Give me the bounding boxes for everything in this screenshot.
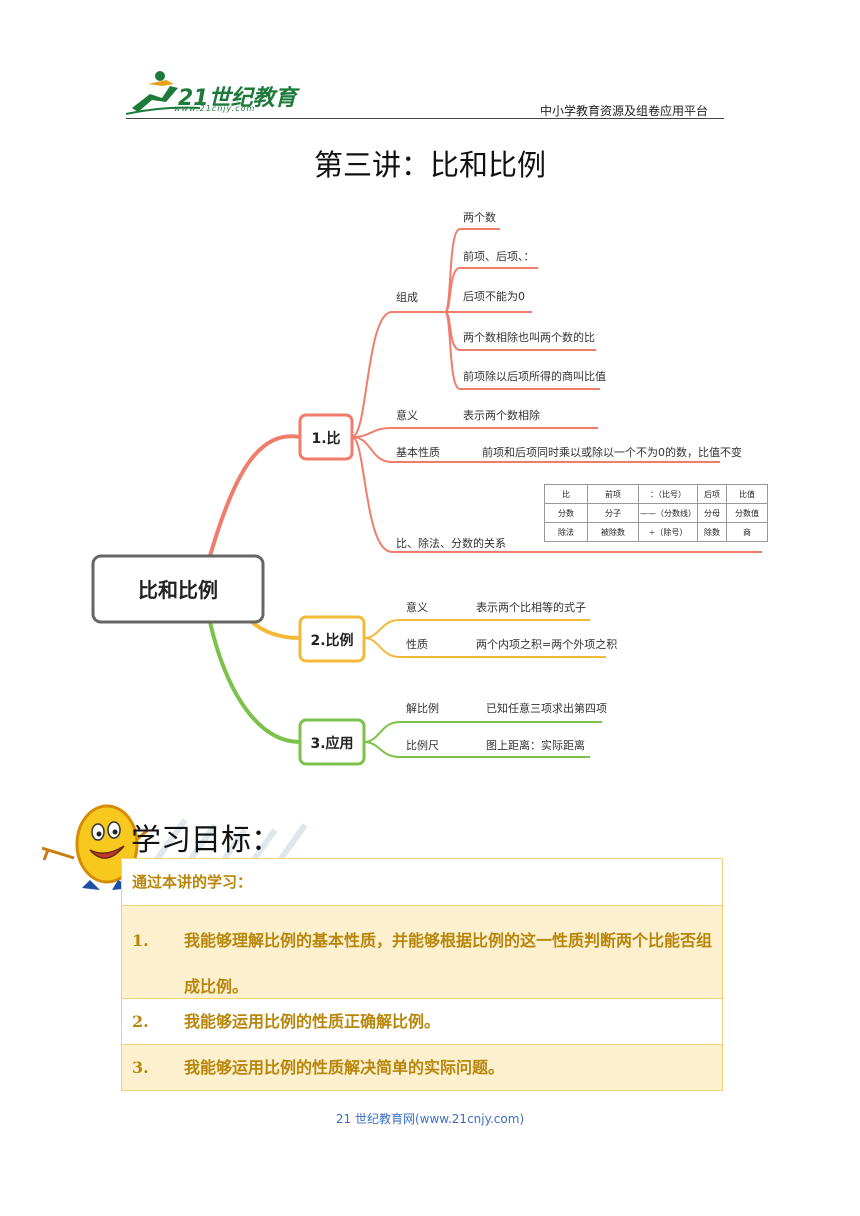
- goals-title: 学习目标：: [131, 823, 281, 858]
- goals-box: 通过本讲的学习： 1. 我能够理解比例的基本性质，并能够根据比例的这一性质判断两…: [121, 858, 723, 1091]
- mm-composition-child: 两个数相除也叫两个数的比: [463, 330, 595, 344]
- table-cell: 分子: [587, 503, 639, 523]
- mindmap-root-node: 比和比例: [91, 554, 265, 624]
- mm-item-solve: 解比例: [406, 701, 439, 715]
- table-cell: 分数: [544, 503, 588, 523]
- mm-composition-child: 前项除以后项所得的商叫比值: [463, 369, 606, 383]
- mm-item-scale: 比例尺: [406, 738, 439, 752]
- header-divider: [126, 118, 724, 119]
- svg-text:比和比例: 比和比例: [138, 578, 218, 602]
- mm-item-prop-meaning-value: 表示两个比相等的式子: [476, 600, 586, 614]
- goal-number: 3.: [132, 1058, 149, 1077]
- mm-composition-child: 前项、后项、：: [463, 249, 535, 263]
- mindmap: 比和比例 1.比 2.比例 3.应用 组成 两个数 前项、后项、： 后项不能为0…: [91, 211, 762, 766]
- svg-text:2.比例: 2.比例: [310, 632, 353, 649]
- table-row: 比 前项 ：（比号） 后项 比值: [544, 484, 768, 504]
- logo-text: 21世纪教育: [178, 86, 297, 111]
- header-platform-text: 中小学教育资源及组卷应用平台: [540, 104, 709, 118]
- mm-item-meaning-value: 表示两个数相除: [463, 408, 540, 422]
- table-cell: ：（比号）: [638, 484, 698, 504]
- logo-runner-icon: [125, 71, 201, 115]
- mindmap-branch-ratio: 1.比: [298, 413, 354, 461]
- mm-item-composition: 组成: [396, 290, 418, 304]
- goals-intro: 通过本讲的学习：: [122, 859, 722, 905]
- goal-number: 1.: [132, 931, 149, 950]
- logo-url: www.21cnjy.com: [174, 104, 256, 113]
- mm-item-prop-property: 性质: [406, 637, 428, 651]
- mm-item-solve-value: 已知任意三项求出第四项: [486, 701, 607, 715]
- mm-item-basic-property-value: 前项和后项同时乘以或除以一个不为0的数，比值不变: [482, 445, 742, 459]
- mm-item-basic-property: 基本性质: [396, 445, 440, 459]
- goal-item: 2. 我能够运用比例的性质正确解比例。: [122, 998, 722, 1044]
- table-cell: 后项: [697, 484, 727, 504]
- mm-item-relation: 比、除法、分数的关系: [396, 536, 506, 550]
- goal-text: 我能够运用比例的性质正确解比例。: [184, 1012, 441, 1031]
- table-cell: 比: [544, 484, 588, 504]
- table-cell: 分母: [697, 503, 727, 523]
- mm-item-prop-property-value: 两个内项之积=两个外项之积: [476, 637, 617, 651]
- mm-composition-child: 后项不能为0: [463, 289, 525, 303]
- ratio-relation-table: 比 前项 ：（比号） 后项 比值 分数 分子 ——（分数线） 分母 分数值 除法…: [544, 484, 768, 542]
- mm-item-scale-value: 图上距离：实际距离: [486, 738, 585, 752]
- table-cell: 除数: [697, 522, 727, 542]
- table-cell: 比值: [726, 484, 768, 504]
- svg-text:3.应用: 3.应用: [310, 735, 353, 752]
- goal-text: 我能够理解比例的基本性质，并能够根据比例的这一性质判断两个比能否组成比例。: [184, 931, 713, 996]
- page-title: 第三讲：比和比例: [313, 148, 546, 182]
- mm-item-prop-meaning: 意义: [406, 600, 428, 614]
- table-cell: 前项: [587, 484, 639, 504]
- mindmap-branch-application: 3.应用: [298, 718, 366, 766]
- table-row: 除法 被除数 ÷（除号） 除数 商: [544, 522, 768, 542]
- mm-item-meaning: 意义: [396, 408, 418, 422]
- table-cell: 除法: [544, 522, 588, 542]
- mindmap-branch-proportion: 2.比例: [298, 615, 366, 663]
- table-cell: 商: [726, 522, 768, 542]
- mm-composition-child: 两个数: [463, 211, 496, 224]
- goal-text: 我能够运用比例的性质解决简单的实际问题。: [184, 1058, 505, 1077]
- table-row: 分数 分子 ——（分数线） 分母 分数值: [544, 503, 768, 523]
- svg-text:1.比: 1.比: [311, 430, 340, 447]
- table-cell: ÷（除号）: [638, 522, 698, 542]
- table-cell: ——（分数线）: [638, 503, 698, 523]
- table-cell: 分数值: [726, 503, 768, 523]
- footer-link[interactable]: 21 世纪教育网(www.21cnjy.com): [335, 1112, 525, 1126]
- goal-number: 2.: [132, 1012, 149, 1031]
- table-cell: 被除数: [587, 522, 639, 542]
- goal-item: 3. 我能够运用比例的性质解决简单的实际问题。: [122, 1044, 722, 1090]
- goal-item: 1. 我能够理解比例的基本性质，并能够根据比例的这一性质判断两个比能否组成比例。: [122, 905, 722, 998]
